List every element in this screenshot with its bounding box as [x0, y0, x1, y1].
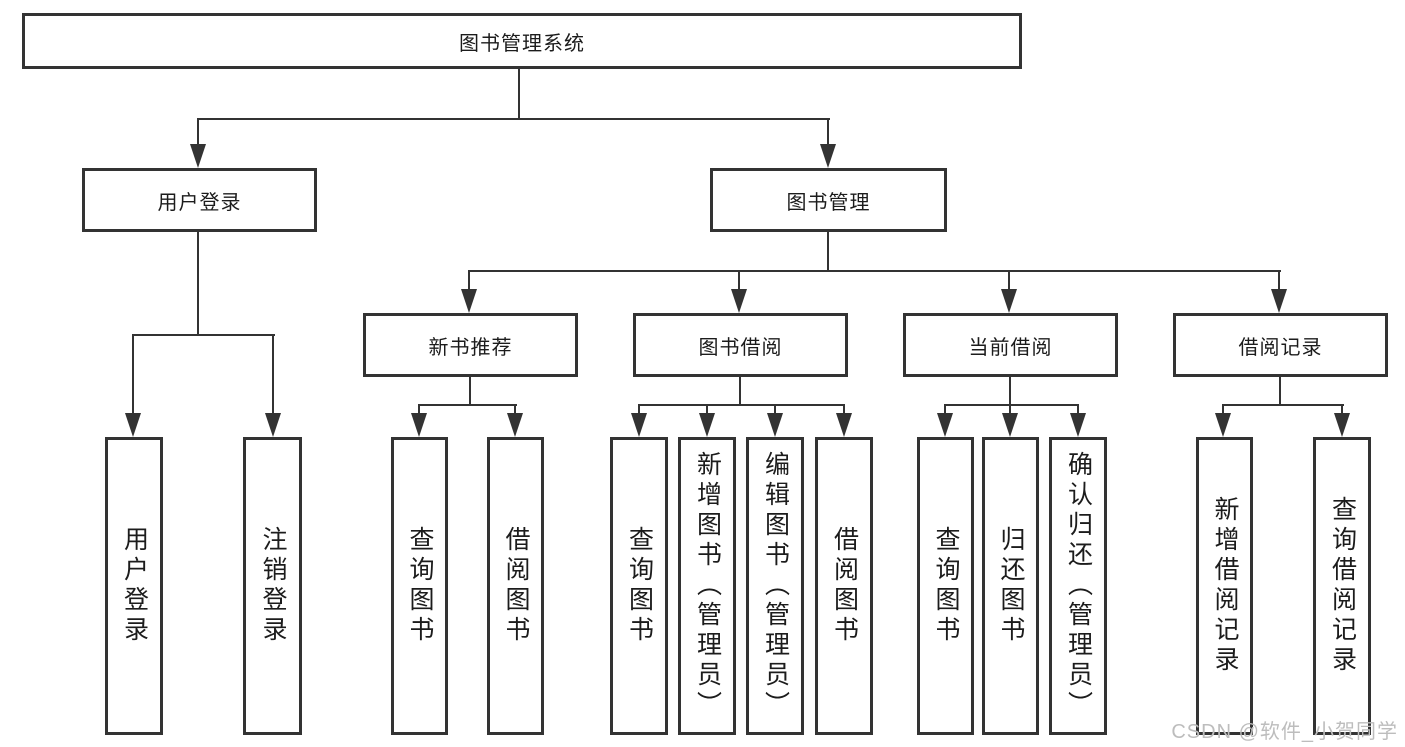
- arrow-down-icon: [731, 289, 747, 313]
- csdn-watermark: CSDN @软件_小贺同学: [1171, 721, 1398, 743]
- connector-line: [1279, 377, 1281, 406]
- leaf-user-login: 用户登录: [105, 437, 163, 735]
- arrow-down-icon: [699, 413, 715, 437]
- node-label: 图书管理系统: [459, 32, 585, 55]
- leaf-borrow-books-borrowing: 借阅图书: [815, 437, 873, 735]
- connector-line: [944, 404, 1079, 406]
- node-label: 查询借阅记录: [1328, 496, 1357, 676]
- leaf-borrow-books-recommend: 借阅图书: [487, 437, 544, 735]
- leaf-return-books: 归还图书: [982, 437, 1039, 735]
- connector-line: [197, 232, 199, 336]
- connector-line: [827, 118, 829, 148]
- leaf-query-books-recommend: 查询图书: [391, 437, 448, 735]
- leaf-add-borrow-record: 新增借阅记录: [1196, 437, 1253, 735]
- arrow-down-icon: [937, 413, 953, 437]
- leaf-query-books-borrowing: 查询图书: [610, 437, 668, 735]
- node-borrowing-records: 借阅记录: [1173, 313, 1388, 377]
- node-current-borrowing: 当前借阅: [903, 313, 1118, 377]
- connector-line: [197, 118, 830, 120]
- node-label: 用户登录: [120, 526, 149, 646]
- connector-line: [468, 270, 1281, 272]
- connector-line: [739, 377, 741, 406]
- arrow-down-icon: [265, 413, 281, 437]
- node-label: 新增图书（管理员）: [693, 451, 722, 721]
- leaf-edit-books-admin: 编辑图书（管理员）: [746, 437, 804, 735]
- node-label: 当前借阅: [968, 336, 1053, 359]
- node-book-management: 图书管理: [710, 168, 947, 232]
- connector-line: [1009, 377, 1011, 406]
- leaf-add-books-admin: 新增图书（管理员）: [678, 437, 736, 735]
- node-label: 图书借阅: [698, 336, 783, 359]
- connector-line: [1222, 404, 1344, 406]
- node-label: 归还图书: [997, 526, 1025, 646]
- connector-line: [944, 404, 946, 416]
- arrow-down-icon: [1334, 413, 1350, 437]
- node-label: 注销登录: [259, 526, 287, 646]
- connector-line: [1008, 270, 1010, 292]
- connector-line: [638, 404, 845, 406]
- node-user-login: 用户登录: [82, 168, 317, 232]
- arrow-down-icon: [507, 413, 523, 437]
- leaf-logout: 注销登录: [243, 437, 302, 735]
- node-label: 确认归还（管理员）: [1064, 451, 1093, 721]
- arrow-down-icon: [1001, 289, 1017, 313]
- arrow-down-icon: [190, 144, 206, 168]
- arrow-down-icon: [461, 289, 477, 313]
- node-label: 查询图书: [406, 526, 434, 646]
- connector-line: [843, 404, 845, 416]
- node-label: 查询图书: [932, 526, 960, 646]
- node-label: 借阅记录: [1238, 336, 1323, 359]
- connector-line: [418, 404, 517, 406]
- node-book-borrowing: 图书借阅: [633, 313, 848, 377]
- connector-line: [1222, 404, 1224, 416]
- arrow-down-icon: [836, 413, 852, 437]
- arrow-down-icon: [820, 144, 836, 168]
- arrow-down-icon: [1271, 289, 1287, 313]
- node-label: 用户登录: [157, 191, 242, 214]
- connector-line: [518, 68, 520, 119]
- node-label: 新增借阅记录: [1211, 496, 1239, 676]
- connector-line: [132, 334, 275, 336]
- leaf-query-borrow-record: 查询借阅记录: [1313, 437, 1371, 735]
- connector-line: [514, 404, 516, 416]
- leaf-query-books-current: 查询图书: [917, 437, 974, 735]
- connector-line: [827, 232, 829, 272]
- node-library-management-system: 图书管理系统: [22, 13, 1022, 69]
- connector-line: [132, 334, 134, 414]
- arrow-down-icon: [631, 413, 647, 437]
- leaf-confirm-return-admin: 确认归还（管理员）: [1049, 437, 1107, 735]
- node-label: 图书管理: [786, 191, 871, 214]
- connector-line: [272, 334, 274, 414]
- node-label: 新书推荐: [428, 336, 513, 359]
- connector-line: [468, 270, 470, 292]
- connector-line: [1278, 270, 1280, 292]
- arrow-down-icon: [125, 413, 141, 437]
- connector-line: [469, 377, 471, 406]
- connector-line: [1077, 404, 1079, 416]
- arrow-down-icon: [767, 413, 783, 437]
- connector-line: [774, 404, 776, 416]
- node-label: 借阅图书: [830, 526, 859, 646]
- connector-line: [1009, 404, 1011, 416]
- connector-line: [197, 118, 199, 148]
- node-label: 编辑图书（管理员）: [761, 451, 790, 721]
- connector-line: [638, 404, 640, 416]
- node-label: 查询图书: [625, 526, 654, 646]
- connector-line: [418, 404, 420, 416]
- connector-line: [738, 270, 740, 292]
- arrow-down-icon: [1215, 413, 1231, 437]
- node-new-book-recommend: 新书推荐: [363, 313, 578, 377]
- node-label: 借阅图书: [502, 526, 530, 646]
- arrow-down-icon: [1002, 413, 1018, 437]
- arrow-down-icon: [411, 413, 427, 437]
- connector-line: [1341, 404, 1343, 416]
- connector-line: [706, 404, 708, 416]
- arrow-down-icon: [1070, 413, 1086, 437]
